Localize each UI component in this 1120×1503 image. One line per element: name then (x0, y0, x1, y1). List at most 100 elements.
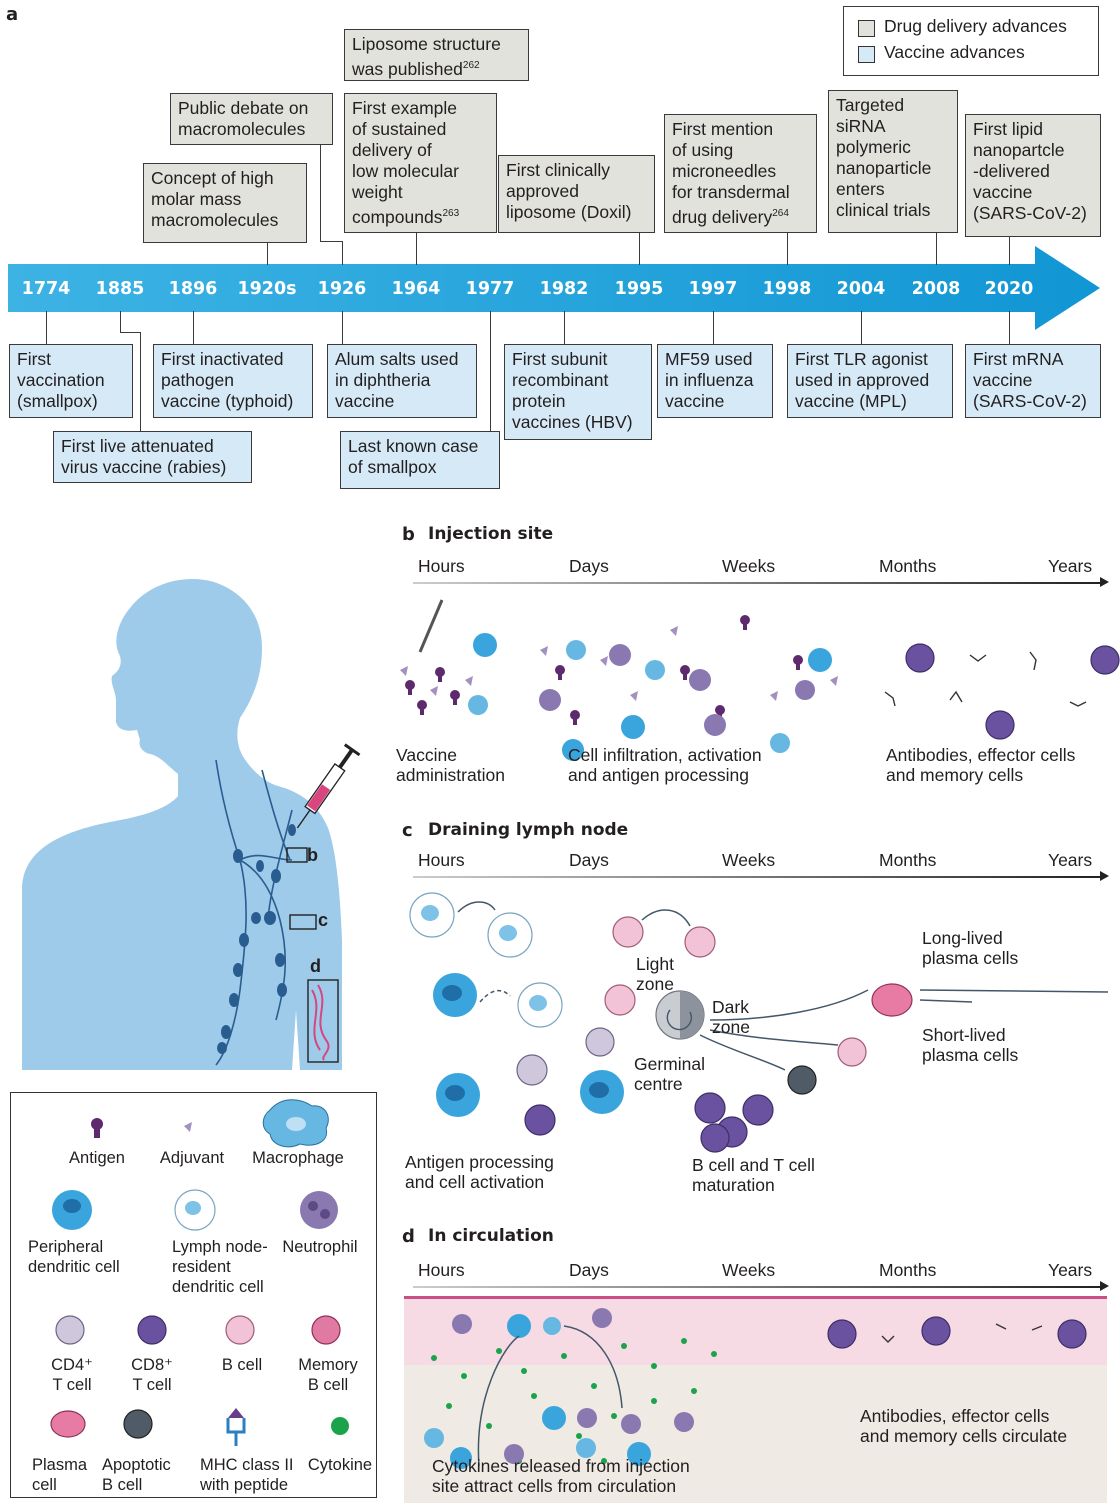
neutrophil-icon (300, 1191, 338, 1229)
vaccine-box-1977: Last known case of smallpox (340, 431, 500, 489)
panel-c-caption-2: B cell and T cell maturation (692, 1155, 815, 1195)
adjuvant-icon (184, 1122, 192, 1132)
timeline-year: 1885 (95, 279, 145, 299)
drug-box-liposome-structure: Liposome structure was published262 (344, 29, 529, 81)
peripheral-dc-icon (52, 1190, 92, 1230)
drug-box-1964: First example of sustained delivery of l… (344, 93, 497, 233)
ref-263: 263 (442, 208, 460, 219)
panel-d-caption-2: Antibodies, effector cells and memory ce… (860, 1406, 1068, 1446)
ref-264: 264 (772, 208, 789, 219)
short-lived-plasma-label: Short-lived plasma cells (922, 1025, 1019, 1065)
drug-box-2008: Targeted siRNA polymeric nanoparticle en… (828, 90, 958, 233)
lymph-node-illustration (409, 892, 1109, 1153)
timescale-label: Years (1048, 556, 1093, 576)
timescale-label: Months (879, 1260, 937, 1280)
legend-label: Macrophage (252, 1149, 344, 1167)
panel-c-title: Draining lymph node (428, 820, 629, 840)
panel-b-caption-2: Cell infiltration, activation and antige… (568, 745, 762, 785)
timescale-arrowhead (1100, 1281, 1109, 1291)
timescale-label: Weeks (722, 556, 776, 576)
legend-label: CD8⁺ T cell (131, 1356, 173, 1394)
panel-b-title: Injection site (428, 524, 554, 544)
memory-b-cell-icon (311, 1315, 341, 1345)
timeline-year: 1920s (237, 279, 297, 299)
timescale-label: Hours (418, 556, 465, 576)
timeline-year: 2008 (911, 279, 961, 299)
timeline-year: 1977 (465, 279, 515, 299)
timeline-year: 2020 (984, 279, 1034, 299)
b-cell-icon (225, 1315, 255, 1345)
timescale-label: Years (1048, 1260, 1093, 1280)
ref-262: 262 (462, 60, 480, 71)
body-label-b: b (307, 845, 318, 865)
timescale-arrow (413, 1286, 1101, 1288)
panel-d-caption-1: Cytokines released from injection site a… (432, 1456, 690, 1496)
panel-c-letter: c (402, 820, 413, 841)
vaccine-legend-swatch (858, 46, 875, 63)
timeline-year: 1982 (539, 279, 589, 299)
cytokine-icon (331, 1417, 349, 1435)
legend-label: Adjuvant (159, 1149, 225, 1167)
legend-label: Apoptotic B cell (102, 1456, 171, 1494)
legend-label: Plasma cell (32, 1456, 88, 1494)
antigen-icon (91, 1118, 103, 1138)
drug-box-2020: First lipid nanopartcle -delivered vacci… (965, 114, 1101, 237)
timeline-year: 1774 (21, 279, 71, 299)
timeline-year: 1964 (391, 279, 441, 299)
timescale-label: Hours (418, 1260, 465, 1280)
legend-label: MHC class II with peptide (200, 1456, 294, 1494)
timeline-arrow (8, 246, 1100, 330)
legend-label: CD4⁺ T cell (51, 1356, 93, 1394)
drug-box-1920s: Concept of high molar mass macromolecule… (143, 163, 307, 243)
legend-label: Memory B cell (298, 1356, 358, 1394)
timescale-label: Days (569, 556, 609, 576)
vaccine-box-1774: First vaccination (smallpox) (9, 344, 133, 418)
circulation-illustration (424, 1308, 1087, 1469)
light-zone-label: Light zone (636, 954, 674, 994)
germinal-centre-label: Germinal centre (634, 1054, 705, 1094)
cd8-t-cell-icon (137, 1315, 167, 1345)
cd4-t-cell-icon (55, 1315, 85, 1345)
vaccine-box-1982: First subunit recombinant protein vaccin… (504, 344, 652, 440)
vaccine-box-1997: MF59 used in influenza vaccine (657, 344, 773, 418)
timeline-year: 2004 (836, 279, 886, 299)
timescale-arrow (413, 876, 1101, 878)
timeline-year: 1995 (614, 279, 664, 299)
dark-zone-label: Dark zone (712, 997, 750, 1037)
cell-legend-icons (50, 1099, 349, 1446)
drug-box-1995: First clinically approved liposome (Doxi… (498, 155, 655, 233)
injection-site-illustration (400, 599, 1120, 761)
lymph-node-dc-icon (174, 1189, 216, 1231)
timescale-arrowhead (1100, 871, 1109, 881)
timeline-year: 1997 (688, 279, 738, 299)
timescale-arrow (413, 582, 1101, 584)
legend-label: Peripheral dendritic cell (28, 1238, 120, 1276)
long-lived-plasma-label: Long-lived plasma cells (922, 928, 1019, 968)
panel-b-caption-3: Antibodies, effector cells and memory ce… (886, 745, 1076, 785)
human-body-illustration (22, 579, 361, 1070)
legend-label: Antigen (69, 1149, 125, 1167)
panel-d-title: In circulation (428, 1226, 554, 1246)
panel-c-caption-1: Antigen processing and cell activation (405, 1152, 554, 1192)
timescale-label: Days (569, 1260, 609, 1280)
timescale-label: Days (569, 850, 609, 870)
panel-b-caption-1: Vaccine administration (396, 745, 505, 785)
timescale-label: Years (1048, 850, 1093, 870)
panel-a-letter: a (6, 4, 19, 25)
drug-legend-swatch (858, 20, 875, 37)
timescale-label: Months (879, 556, 937, 576)
legend-label: Neutrophil (282, 1238, 358, 1256)
apoptotic-b-cell-icon (123, 1409, 153, 1439)
timescale-label: Weeks (722, 1260, 776, 1280)
drug-legend-label: Drug delivery advances (884, 16, 1067, 36)
vaccine-box-2004: First TLR agonist used in approved vacci… (787, 344, 953, 418)
body-label-c: c (318, 910, 329, 930)
drug-box-1926: Public debate on macromolecules (170, 93, 333, 145)
tissue-area (404, 1365, 1107, 1503)
timeline-year: 1998 (762, 279, 812, 299)
timescale-arrowhead (1100, 577, 1109, 587)
mhc-class-ii-icon (226, 1418, 246, 1446)
timeline-year: 1896 (168, 279, 218, 299)
legend-label: Lymph node- resident dendritic cell (172, 1238, 268, 1296)
timescale-label: Months (879, 850, 937, 870)
